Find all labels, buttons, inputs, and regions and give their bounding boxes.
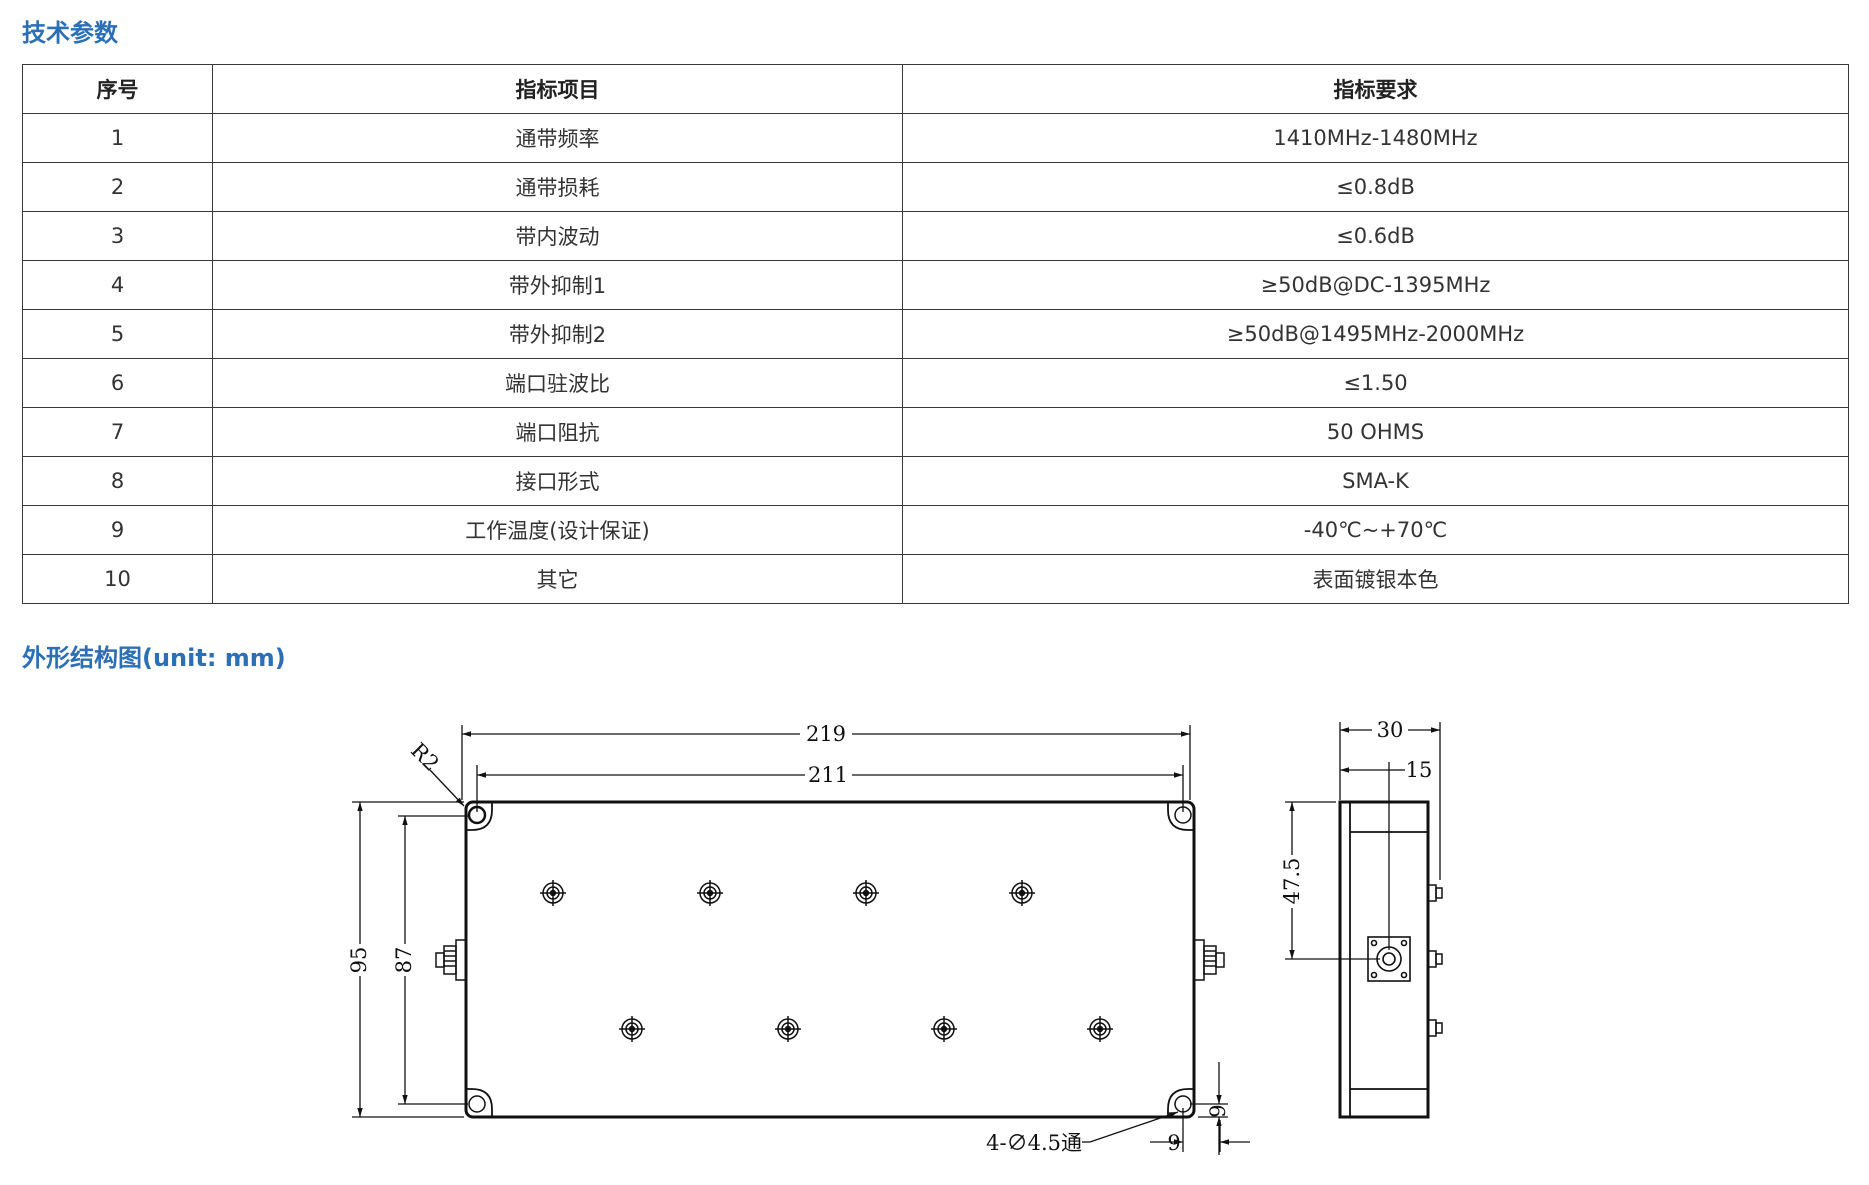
- dim-label-side-thickness: 30: [1377, 718, 1404, 742]
- cell-item: 通带损耗: [212, 162, 903, 212]
- cell-item: 其它: [212, 554, 903, 604]
- corner-notch-bottom-left: [466, 1088, 493, 1117]
- cell-index: 6: [22, 358, 213, 408]
- side-dimension-labels: 30 15 47.5: [1280, 718, 1432, 904]
- side-screw-stub: [1427, 950, 1443, 968]
- mounting-hole-top-left: [467, 805, 487, 825]
- cell-index: 8: [22, 456, 213, 506]
- dim-label-hole-offset-x: 9: [1167, 1131, 1180, 1155]
- corner-notch-top-left: [466, 802, 493, 831]
- cell-index: 4: [22, 260, 213, 310]
- cell-item: 接口形式: [212, 456, 903, 506]
- tuning-screw: [1087, 1016, 1113, 1042]
- dim-label-connector-height: 47.5: [1280, 858, 1304, 905]
- column-header-item: 指标项目: [212, 64, 903, 114]
- cell-item: 工作温度(设计保证): [212, 505, 903, 555]
- cell-requirement: 50 OHMS: [902, 407, 1849, 457]
- sma-connector-right: [1193, 939, 1225, 981]
- sma-connector-face: [1367, 936, 1411, 982]
- tuning-screw: [853, 880, 879, 906]
- table-header-row: 序号 指标项目 指标要求: [22, 64, 1849, 114]
- dim-label-side-half: 15: [1406, 758, 1433, 782]
- cell-item: 端口阻抗: [212, 407, 903, 457]
- cell-index: 9: [22, 505, 213, 555]
- cell-requirement: 1410MHz-1480MHz: [902, 113, 1849, 163]
- cell-requirement: ≥50dB@1495MHz-2000MHz: [902, 309, 1849, 359]
- dim-label-hole-offset-y: 9: [1206, 1104, 1230, 1117]
- mounting-hole-bottom-right: [1174, 1095, 1192, 1113]
- cell-item: 带外抑制1: [212, 260, 903, 310]
- front-dimension-labels: 219 211 95 87 R2 4-∅4.5通 9 9: [347, 722, 1230, 1155]
- filter-body-outline: [464, 800, 1196, 1119]
- cell-item: 带内波动: [212, 211, 903, 261]
- dim-label-height-inner: 87: [392, 947, 416, 974]
- column-header-requirement: 指标要求: [902, 64, 1849, 114]
- cell-index: 3: [22, 211, 213, 261]
- cell-requirement: ≤1.50: [902, 358, 1849, 408]
- cell-requirement: ≤0.8dB: [902, 162, 1849, 212]
- tuning-screw: [697, 880, 723, 906]
- dim-label-holes: 4-∅4.5通: [986, 1131, 1082, 1155]
- front-view: [435, 800, 1225, 1119]
- tuning-screw: [1009, 880, 1035, 906]
- dim-label-height-outer: 95: [347, 947, 371, 974]
- cell-requirement: SMA-K: [902, 456, 1849, 506]
- tuning-screw: [619, 1016, 645, 1042]
- column-header-index: 序号: [22, 64, 213, 114]
- cell-item: 带外抑制2: [212, 309, 903, 359]
- side-screw-stub: [1427, 884, 1443, 902]
- side-screw-stub: [1427, 1019, 1443, 1037]
- section-title-drawing: 外形结构图(unit: mm): [22, 644, 286, 672]
- side-view: [1338, 800, 1443, 1119]
- cell-requirement: ≤0.6dB: [902, 211, 1849, 261]
- mounting-hole-top-right: [1174, 806, 1192, 824]
- tuning-screw: [775, 1016, 801, 1042]
- tuning-screw: [540, 880, 566, 906]
- tuning-screw: [931, 1016, 957, 1042]
- dim-label-corner-radius: R2: [406, 738, 444, 776]
- dim-label-width-outer: 219: [806, 722, 846, 746]
- cell-index: 1: [22, 113, 213, 163]
- side-dimensions: [1285, 722, 1441, 960]
- cell-index: 10: [22, 554, 213, 604]
- cell-requirement: ≥50dB@DC-1395MHz: [902, 260, 1849, 310]
- sma-connector-left: [435, 939, 467, 981]
- section-title-specs: 技术参数: [22, 19, 118, 47]
- front-dimensions: [352, 725, 1250, 1155]
- corner-notch-top-right: [1167, 802, 1194, 831]
- cell-item: 通带频率: [212, 113, 903, 163]
- cell-index: 5: [22, 309, 213, 359]
- side-body-outline: [1338, 800, 1430, 1119]
- mounting-hole-bottom-left: [468, 1095, 486, 1113]
- dim-label-width-inner: 211: [808, 763, 848, 787]
- cell-index: 2: [22, 162, 213, 212]
- cell-item: 端口驻波比: [212, 358, 903, 408]
- cell-requirement: 表面镀银本色: [902, 554, 1849, 604]
- cell-index: 7: [22, 407, 213, 457]
- cell-requirement: -40℃~+70℃: [902, 505, 1849, 555]
- corner-notch-bottom-right: [1167, 1088, 1194, 1117]
